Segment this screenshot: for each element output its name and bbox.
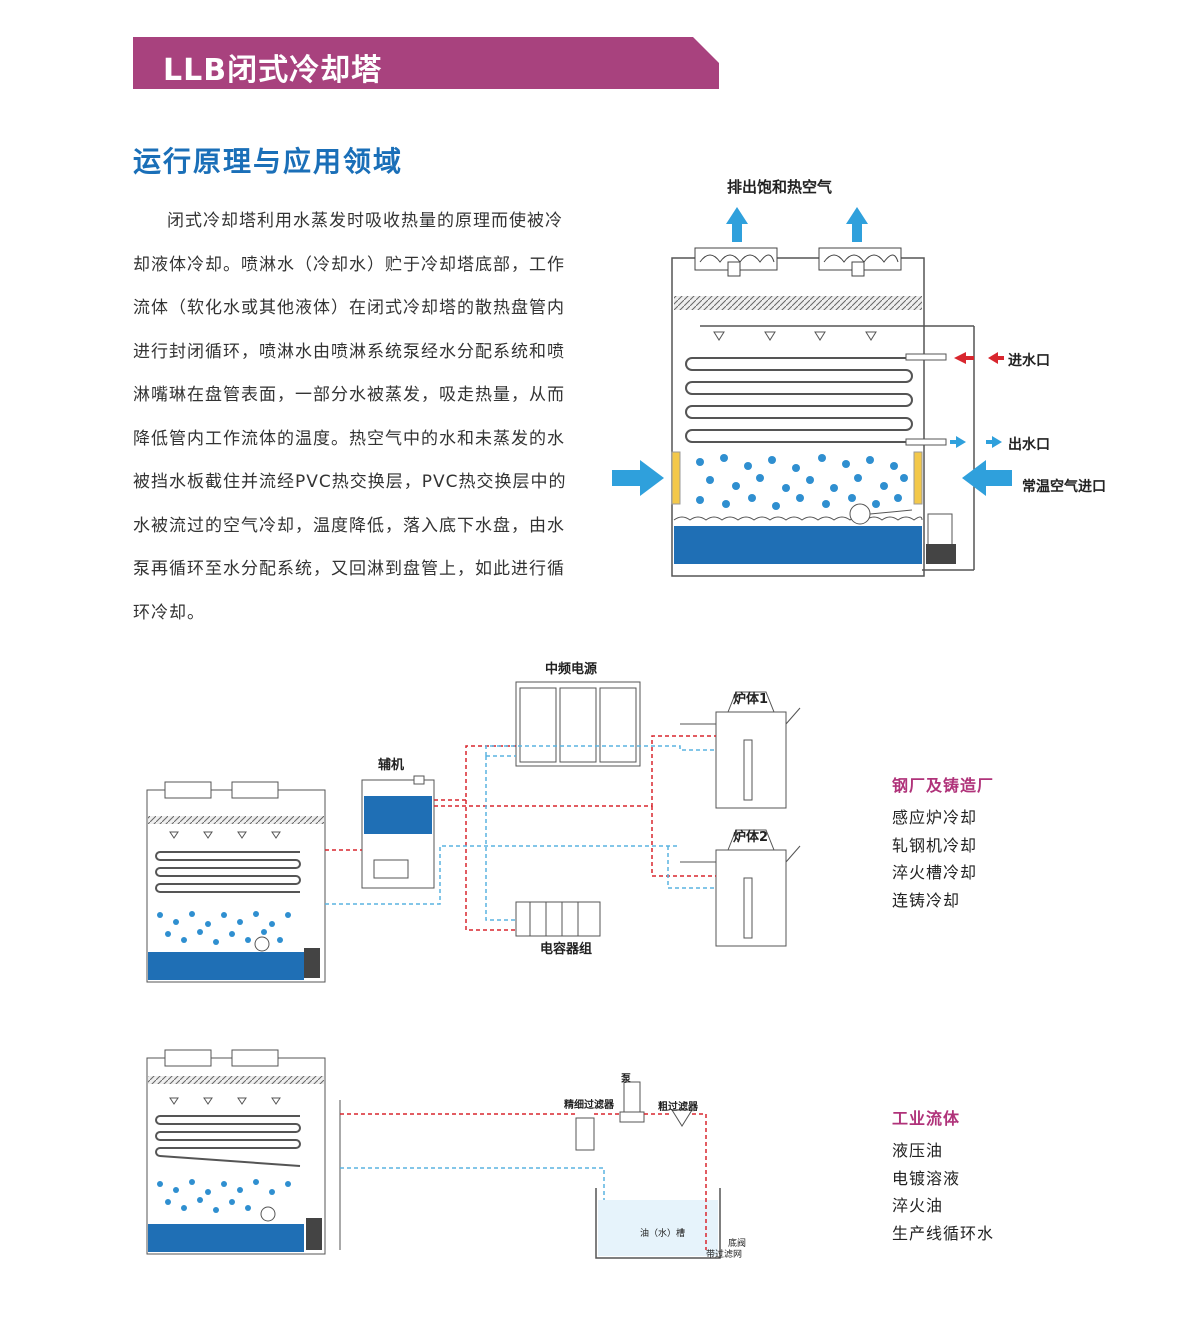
air-inlet-panel-left bbox=[671, 451, 681, 505]
application-item: 电镀溶液 bbox=[892, 1168, 961, 1188]
page-title: LLB闭式冷却塔 bbox=[163, 53, 383, 88]
circulation-pump bbox=[619, 1081, 645, 1123]
oil-tank bbox=[595, 1188, 721, 1259]
aux-label: 辅机 bbox=[378, 758, 405, 773]
basin-water bbox=[674, 526, 922, 564]
air-arrow-left bbox=[612, 460, 664, 496]
capacitor-label: 电容器组 bbox=[540, 942, 593, 957]
fine-filter bbox=[575, 1117, 595, 1151]
furnace-1 bbox=[680, 691, 801, 809]
capacitor-bank bbox=[515, 901, 601, 937]
application-item: 淬火油 bbox=[892, 1196, 944, 1215]
furnace1-label: 炉体1 bbox=[733, 692, 769, 707]
application-item: 淬火槽冷却 bbox=[892, 863, 978, 882]
application-heading: 钢厂及铸造厂 bbox=[892, 776, 995, 795]
heat-coil bbox=[685, 357, 913, 443]
spray-droplets bbox=[696, 454, 908, 510]
cold-water-pipes bbox=[325, 745, 716, 921]
outlet-arrow bbox=[986, 436, 1002, 448]
air-inlet-panel-right bbox=[913, 451, 923, 505]
application-heading: 工业流体 bbox=[892, 1109, 961, 1128]
power-supply bbox=[515, 681, 641, 767]
coarse-filter-label: 粗过滤器 bbox=[658, 1102, 698, 1113]
title-banner: LLB闭式冷却塔 bbox=[133, 37, 719, 89]
pump bbox=[927, 513, 953, 547]
fan-right bbox=[818, 247, 902, 277]
drift-eliminator bbox=[674, 296, 922, 310]
section-title: 运行原理与应用领域 bbox=[133, 145, 404, 178]
application-fluid: 工业流体 液压油 电镀溶液 淬火油 生产线循环水 bbox=[892, 1105, 994, 1247]
fluid-cold-pipe bbox=[340, 1167, 605, 1200]
tank-label: 油（水）槽 bbox=[640, 1229, 686, 1239]
outlet-label: 出水口 bbox=[1008, 437, 1050, 453]
hot-water-pipes bbox=[325, 735, 716, 931]
coarse-filter bbox=[671, 1109, 693, 1127]
furnace2-label: 炉体2 bbox=[733, 830, 769, 845]
pump-label: 泵 bbox=[621, 1074, 631, 1085]
aux-tank bbox=[361, 775, 435, 889]
exhaust-arrow-left bbox=[726, 207, 748, 242]
fan-left bbox=[694, 247, 778, 277]
inlet-arrow bbox=[988, 352, 1004, 364]
fluid-hot-pipe bbox=[340, 1113, 707, 1250]
steel-tower bbox=[146, 781, 326, 983]
air-inlet-label: 常温空气进口 bbox=[1022, 479, 1106, 495]
application-item: 轧钢机冷却 bbox=[892, 835, 978, 855]
exhaust-arrow-right bbox=[846, 207, 868, 242]
air-arrow-right bbox=[962, 460, 1012, 496]
application-item: 液压油 bbox=[892, 1141, 944, 1160]
application-steel: 钢厂及铸造厂 感应炉冷却 轧钢机冷却 淬火槽冷却 连铸冷却 bbox=[892, 772, 994, 914]
inlet-label: 进水口 bbox=[1008, 353, 1050, 369]
fluid-tower bbox=[146, 1049, 341, 1255]
furnace-2 bbox=[680, 829, 801, 947]
power-label: 中频电源 bbox=[545, 662, 598, 677]
application-item: 生产线循环水 bbox=[892, 1223, 995, 1243]
screen-label: 带过滤网 bbox=[706, 1250, 743, 1260]
description-paragraph: 闭式冷却塔利用水蒸发时吸收热量的原理而使被冷却液体冷却。喷淋水（冷却水）贮于冷却… bbox=[133, 211, 567, 623]
application-item: 感应炉冷却 bbox=[892, 808, 978, 827]
description-text: 闭式冷却塔利用水蒸发时吸收热量的原理而使被冷却液体冷却。喷淋水（冷却水）贮于冷却… bbox=[133, 200, 573, 635]
inlet-arrow-small bbox=[954, 352, 974, 364]
fine-filter-label: 精细过滤器 bbox=[564, 1100, 614, 1111]
application-item: 连铸冷却 bbox=[892, 890, 961, 910]
exhaust-label: 排出饱和热空气 bbox=[727, 178, 833, 196]
valve-label: 底阀 bbox=[728, 1239, 747, 1249]
title-banner-shape bbox=[133, 37, 719, 89]
